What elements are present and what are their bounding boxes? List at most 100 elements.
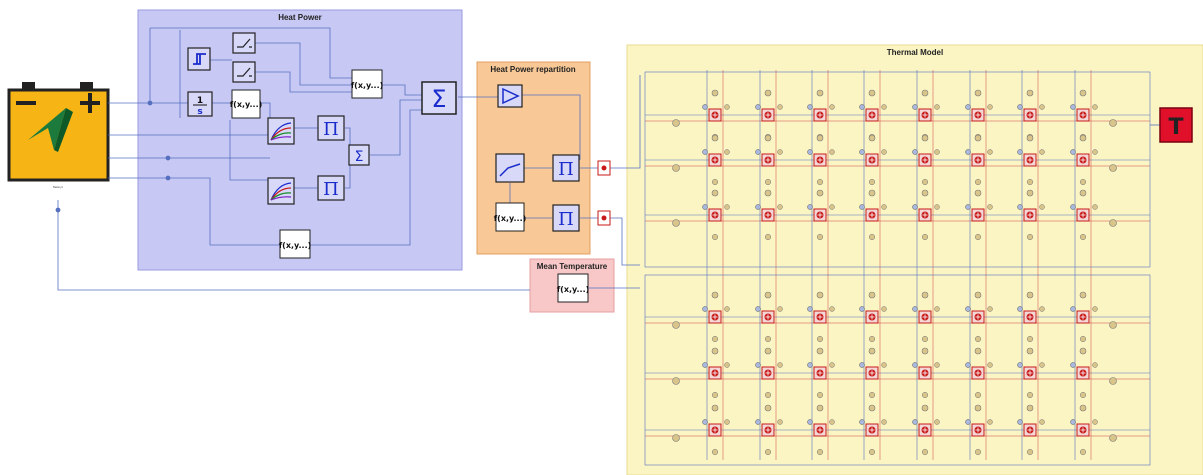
switch-block-2[interactable] [232,61,256,83]
switch-icon [237,38,252,48]
sum-block-heat-power[interactable]: Σ [421,81,457,115]
thermal-mass-block[interactable] [1017,291,1045,343]
thermal-connector[interactable] [1109,219,1117,227]
thermal-mass-block[interactable] [702,404,730,456]
thermal-mass-icon [971,423,985,437]
thermal-model-title: Thermal Model [887,48,943,57]
thermal-mass-block[interactable] [807,404,835,456]
gain-icon [502,87,520,105]
thermal-mass-block[interactable] [702,189,730,241]
battery-icon[interactable]: Battery1 [7,82,110,189]
thermal-mass-block[interactable] [859,189,887,241]
svg-text:f(x,y...): f(x,y...) [494,214,527,223]
thermal-mass-block[interactable] [859,404,887,456]
product-block-rep-1[interactable]: Π [552,154,580,182]
mux-block-2[interactable] [597,210,611,226]
integrator-block[interactable]: 1 s [187,91,213,117]
thermal-mass-block[interactable] [807,347,835,399]
thermal-mass-block[interactable] [1070,134,1098,186]
thermal-connector[interactable] [1109,321,1117,329]
thermal-mass-block[interactable] [807,134,835,186]
thermal-mass-block[interactable] [965,134,993,186]
thermal-mass-icon [865,108,879,122]
thermal-mass-block[interactable] [1017,134,1045,186]
fxy-block-repartition[interactable]: f(x,y...) [494,202,527,232]
thermal-mass-icon [971,366,985,380]
svg-text:f(x,y...): f(x,y...) [351,81,384,90]
fxy-block-bottom[interactable]: f(x,y...) [279,229,312,259]
thermal-mass-icon [918,208,932,222]
thermal-mass-icon [1023,366,1037,380]
thermal-connector[interactable] [1109,119,1117,127]
thermal-mass-block[interactable] [755,291,783,343]
thermal-mass-block[interactable] [702,89,730,141]
thermal-mass-block[interactable] [755,404,783,456]
thermal-mass-icon [708,310,722,324]
thermal-mass-block[interactable] [807,291,835,343]
thermal-mass-block[interactable] [1070,89,1098,141]
thermal-connector[interactable] [672,434,680,442]
thermal-connector[interactable] [672,377,680,385]
thermal-mass-block[interactable] [1017,189,1045,241]
sum-block-small[interactable]: Σ [348,144,370,166]
lookup-table-block-1[interactable] [267,117,295,145]
temperature-sensor-icon: T [1168,115,1183,140]
thermal-mass-block[interactable] [755,134,783,186]
thermal-mass-block[interactable] [1017,404,1045,456]
thermal-mass-block[interactable] [755,347,783,399]
lookup-table-block-2[interactable] [267,177,295,205]
lookup-block-repartition[interactable] [495,153,525,183]
thermal-mass-block[interactable] [859,291,887,343]
product-block-1[interactable]: Π [317,115,345,141]
thermal-mass-block[interactable] [912,134,940,186]
thermal-mass-block[interactable] [965,404,993,456]
thermal-mass-block[interactable] [912,291,940,343]
thermal-mass-block[interactable] [965,291,993,343]
gain-block[interactable] [497,84,523,108]
integrator-icon: 1 [197,96,203,106]
thermal-mass-block[interactable] [965,347,993,399]
thermal-mass-block[interactable] [1070,291,1098,343]
thermal-mass-block[interactable] [807,189,835,241]
svg-text:f(x,y...): f(x,y...) [279,241,312,250]
product-block-rep-2[interactable]: Π [552,204,580,232]
thermal-grid [672,89,1117,456]
thermal-connector[interactable] [672,321,680,329]
product-block-2[interactable]: Π [317,175,345,201]
thermal-mass-block[interactable] [912,347,940,399]
thermal-mass-block[interactable] [702,134,730,186]
thermal-mass-icon [1076,153,1090,167]
thermal-mass-block[interactable] [1070,404,1098,456]
thermal-mass-block[interactable] [1017,347,1045,399]
thermal-mass-block[interactable] [912,189,940,241]
fxy-block-power[interactable]: f(x,y...) [351,69,384,99]
thermal-mass-block[interactable] [1070,189,1098,241]
hysteresis-block[interactable] [187,47,211,71]
fxy-block-heat[interactable]: f(x,y...) [230,89,263,119]
thermal-connector[interactable] [1109,434,1117,442]
thermal-mass-block[interactable] [912,404,940,456]
thermal-connector[interactable] [672,164,680,172]
thermal-mass-icon [708,108,722,122]
temperature-sensor-block[interactable]: T [1159,107,1193,143]
thermal-mass-icon [813,108,827,122]
switch-icon [237,67,252,77]
thermal-mass-block[interactable] [859,347,887,399]
thermal-connector[interactable] [1109,377,1117,385]
thermal-mass-block[interactable] [965,189,993,241]
mux-block-1[interactable] [597,160,611,176]
thermal-mass-block[interactable] [702,347,730,399]
switch-block-1[interactable] [232,32,256,54]
thermal-connector[interactable] [672,219,680,227]
thermal-mass-block[interactable] [912,89,940,141]
fxy-block-mean-temp[interactable]: f(x,y...) [557,273,590,303]
thermal-mass-block[interactable] [755,189,783,241]
thermal-connector[interactable] [672,119,680,127]
thermal-connector[interactable] [1109,164,1117,172]
thermal-mass-block[interactable] [859,134,887,186]
thermal-mass-block[interactable] [1070,347,1098,399]
thermal-mass-icon [865,208,879,222]
thermal-mass-block[interactable] [702,291,730,343]
thermal-mass-icon [708,208,722,222]
